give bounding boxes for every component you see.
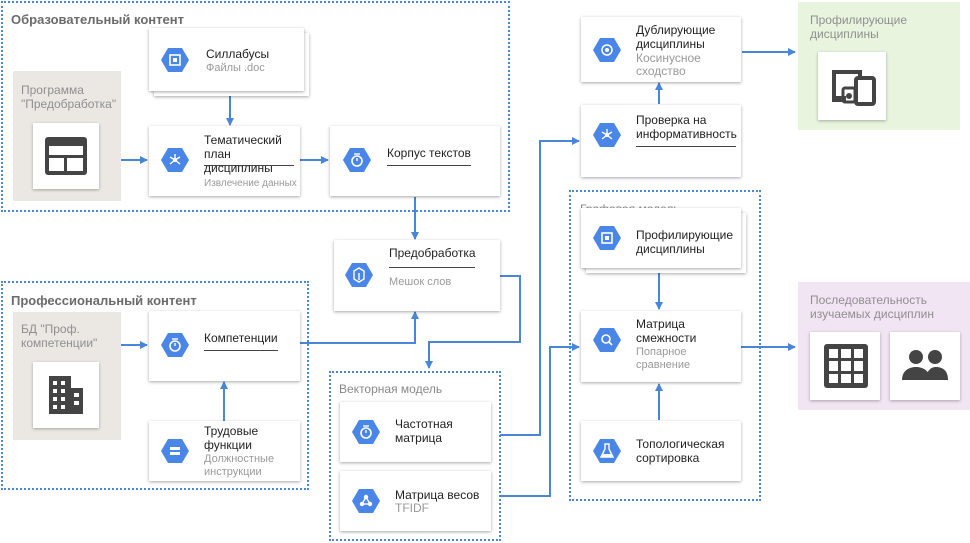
educational-group [1, 1, 510, 212]
sequence-zone: Последовательность изучаемых дисциплин [798, 282, 970, 410]
node-weights-matrix-sub: TFIDF [395, 501, 429, 515]
db-zone: БД "Проф. компетенции" [13, 312, 121, 440]
web-layout-icon [44, 136, 88, 181]
node-syllabi-title: Силлабусы [206, 47, 270, 61]
target-icon [593, 36, 621, 64]
profiling-zone: Профилирующие дисциплины [798, 2, 960, 130]
building-icon [47, 374, 85, 421]
node-topological-title: Топологическая сортировка [636, 437, 725, 465]
db-tile [33, 362, 99, 428]
timer-icon [161, 331, 189, 359]
node-preprocessing-title: Предобработка [389, 246, 476, 260]
node-corpus-title: Корпус текстов [387, 146, 471, 160]
people-icon [900, 348, 950, 387]
node-labor-sub: Должностные инструкции [204, 453, 275, 478]
hub-icon [593, 121, 621, 149]
node-competencies-rule [204, 350, 278, 351]
sequence-zone-label: Последовательность изучаемых дисциплин [810, 293, 934, 321]
node-competencies[interactable]: Компетенции [149, 311, 300, 381]
arrow-freq-informativeness [500, 137, 580, 436]
educational-group-title: Образовательный контент [11, 12, 184, 27]
node-weights-matrix[interactable]: Матрица весов TFIDF [340, 471, 491, 531]
node-syllabi[interactable]: Силлабусы Файлы .doc [149, 28, 304, 91]
node-profiling-disc[interactable]: Профилирующие дисциплины [581, 208, 741, 268]
arrow-competencies-preprocessing [300, 311, 419, 344]
node-adjacency[interactable]: Матрица смежности Попарное сравнение [581, 311, 741, 382]
node-informativeness-rule [636, 146, 736, 147]
node-weights-matrix-title: Матрица весов [395, 488, 480, 502]
node-labor-title: Трудовые функции [204, 424, 259, 452]
profiling-tile [818, 52, 886, 120]
node-thematic-rule [204, 165, 294, 166]
node-corpus-rule [387, 165, 471, 166]
hub-icon [161, 146, 189, 174]
flask-icon [593, 437, 621, 465]
node-duplicate-sub: Косинусное сходство [636, 51, 701, 78]
cube-icon [345, 261, 373, 289]
timer-icon [352, 418, 380, 446]
node-freq-matrix[interactable]: Частотная матрица [340, 402, 491, 462]
node-corpus[interactable]: Корпус текстов [330, 126, 500, 196]
db-zone-label: БД "Проф. компетенции" [21, 322, 98, 350]
grid-icon [823, 343, 869, 394]
profiling-zone-label: Профилирующие дисциплины [810, 13, 908, 41]
node-preprocessing[interactable]: Предобработка Мешок слов [334, 240, 500, 311]
professional-group [1, 281, 309, 490]
node-informativeness-title: Проверка на информативность [636, 113, 737, 141]
node-duplicate-title: Дублирующие дисциплины [636, 23, 716, 51]
program-tile [33, 123, 99, 189]
node-adjacency-title: Матрица смежности [636, 317, 697, 345]
node-topological[interactable]: Топологическая сортировка [581, 421, 741, 481]
timer-icon [343, 146, 371, 174]
sequence-people-tile [890, 332, 960, 400]
node-competencies-title: Компетенции [204, 331, 278, 345]
molecule-icon [352, 487, 380, 515]
search-icon [593, 326, 621, 354]
chip-icon [593, 224, 621, 252]
node-labor[interactable]: Трудовые функции Должностные инструкции [149, 421, 300, 481]
node-thematic-title: Тематический план дисциплины [204, 133, 282, 175]
sequence-grid-tile [810, 332, 880, 400]
node-thematic-sub: Извлечение данных [204, 178, 297, 189]
node-syllabi-sub: Файлы .doc [206, 62, 265, 74]
node-thematic[interactable]: Тематический план дисциплины Извлечение … [149, 126, 300, 196]
devices-icon [828, 66, 876, 111]
storage-icon [161, 437, 189, 465]
vector-group-title: Векторная модель [339, 382, 443, 396]
chip-icon [161, 46, 189, 74]
program-zone: Программа "Предобработка" [13, 71, 121, 201]
program-zone-label: Программа "Предобработка" [21, 83, 117, 111]
node-freq-matrix-title: Частотная матрица [395, 417, 453, 445]
node-preprocessing-rule [389, 267, 475, 268]
node-informativeness[interactable]: Проверка на информативность [581, 105, 741, 177]
node-preprocessing-sub: Мешок слов [389, 276, 452, 288]
professional-group-title: Профессиональный контент [11, 293, 197, 308]
node-profiling-disc-title: Профилирующие дисциплины [636, 228, 734, 256]
node-adjacency-sub: Попарное сравнение [636, 346, 691, 371]
node-duplicate[interactable]: Дублирующие дисциплины Косинусное сходст… [581, 17, 741, 82]
arrow-weights-adjacency [500, 343, 580, 497]
